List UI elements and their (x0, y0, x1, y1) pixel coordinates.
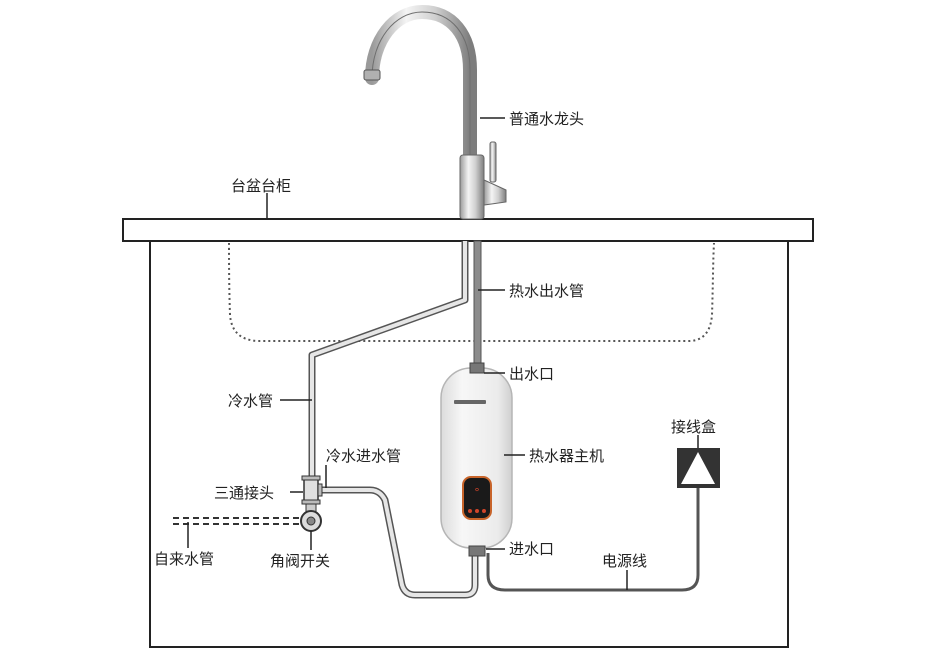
power-cord (486, 488, 700, 592)
label-inlet: 进水口 (509, 540, 555, 558)
label-junction-box: 接线盒 (671, 418, 717, 436)
label-tee-joint: 三通接头 (214, 484, 275, 502)
faucet (363, 4, 507, 220)
leader-lines (187, 117, 699, 590)
junction-box (677, 448, 720, 488)
label-power-cord: 电源线 (602, 552, 648, 570)
svg-text:°: ° (474, 486, 480, 499)
angle-valve (300, 503, 322, 532)
label-heater-unit: 热水器主机 (529, 447, 605, 465)
label-faucet: 普通水龙头 (509, 110, 585, 128)
hot-water-outlet-pipe (473, 240, 482, 372)
tee-joint (301, 475, 323, 505)
countertop (122, 218, 814, 242)
label-tap-water-pipe: 自来水管 (154, 550, 215, 568)
sink-basin (228, 242, 715, 342)
label-cold-pipe: 冷水管 (228, 392, 274, 410)
label-countertop: 台盆台柜 (231, 177, 292, 195)
label-outlet: 出水口 (509, 365, 555, 383)
label-angle-valve: 角阀开关 (270, 552, 331, 570)
label-cold-inlet-pipe: 冷水进水管 (326, 447, 402, 465)
label-hot-outlet-pipe: 热水出水管 (509, 282, 585, 300)
water-heater-unit: ° (440, 362, 513, 557)
